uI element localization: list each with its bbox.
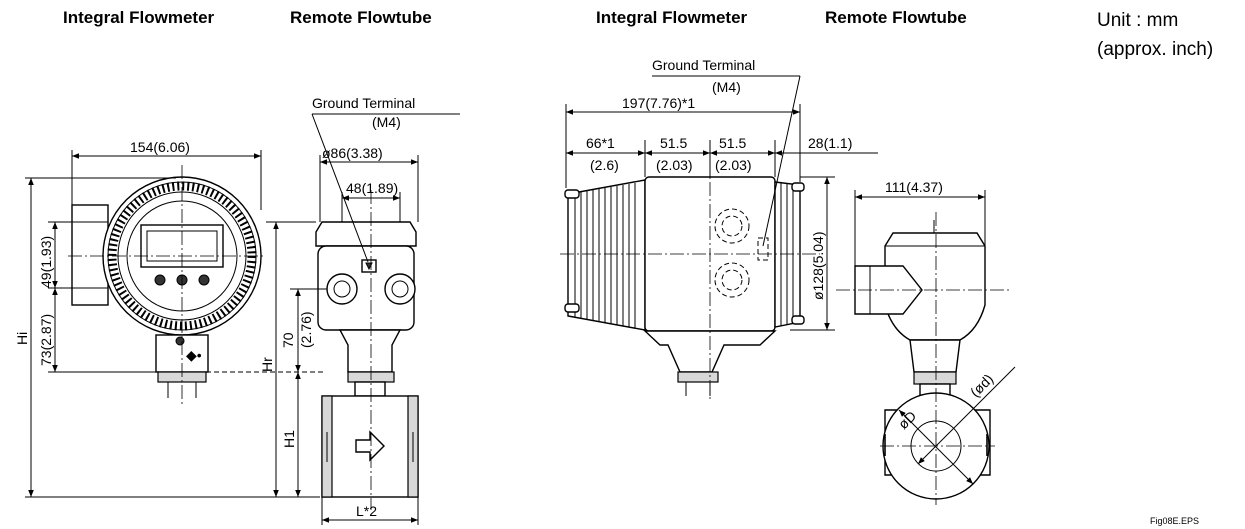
integral-side-view — [560, 160, 820, 400]
ground-terminal-right: Ground Terminal — [652, 57, 755, 73]
dim-h1-label: H1 — [281, 430, 297, 448]
dim-right-integral: Ground Terminal (M4) 197(7.76)*1 66*1 (2… — [565, 57, 878, 331]
dim-width-154: 154(6.06) — [71, 139, 262, 210]
header-left-integral: Integral Flowmeter — [63, 8, 215, 27]
dim-d-label: (ød) — [967, 371, 996, 400]
dim-111-label: 111(4.37) — [885, 179, 943, 195]
dim-28-label: 28(1.1) — [808, 135, 852, 151]
integral-front-view: ◆• — [68, 165, 265, 405]
ground-terminal-left: Ground Terminal — [312, 95, 415, 111]
m4-right: (M4) — [712, 79, 741, 95]
dim-vertical-left: 49(1.93) 73(2.87) Hi — [14, 177, 320, 498]
dim-70-inch-label: (2.76) — [298, 311, 314, 348]
header-left-remote: Remote Flowtube — [290, 8, 432, 27]
dim-70-label: 70 — [280, 332, 296, 348]
dim-73-label: 73(2.87) — [38, 314, 54, 366]
dim-l-label: L*2 — [356, 503, 377, 519]
dim-49-label: 49(1.93) — [38, 236, 54, 288]
m4-left: (M4) — [372, 114, 401, 130]
dim-515a-label: 51.5 — [660, 135, 687, 151]
dim-515a-inch-label: (2.03) — [656, 157, 693, 173]
svg-text:◆•: ◆• — [186, 347, 202, 363]
unit-label: Unit : mm (approx. inch) — [1097, 6, 1213, 64]
dim-hi-label: Hi — [14, 332, 30, 345]
dim-515b-inch-label: (2.03) — [715, 157, 752, 173]
remote-flowtube-end-view — [836, 212, 1010, 505]
header-right-remote: Remote Flowtube — [825, 8, 967, 27]
dim-48-label: 48(1.89) — [346, 180, 398, 196]
dim-66-inch-label: (2.6) — [590, 157, 619, 173]
header-right-integral: Integral Flowmeter — [596, 8, 748, 27]
dim-remote-left: ø86(3.38) 48(1.89) Ground Terminal (M4) … — [259, 95, 460, 525]
remote-flowtube-side-view — [315, 190, 419, 510]
dim-66-label: 66*1 — [586, 135, 615, 151]
dim-hr-label: Hr — [259, 357, 275, 372]
figure-id: Fig08E.EPS — [1150, 516, 1200, 526]
dim-197-label: 197(7.76)*1 — [622, 95, 695, 111]
dim-86-label: ø86(3.38) — [322, 145, 383, 161]
dim-154-label: 154(6.06) — [130, 139, 190, 155]
unit-inch: (approx. inch) — [1097, 39, 1214, 60]
dim-128-label: ø128(5.04) — [810, 232, 826, 300]
key-icon — [154, 274, 166, 286]
key-icon — [198, 274, 210, 286]
dim-515b-label: 51.5 — [719, 135, 746, 151]
unit-mm: Unit : mm — [1097, 10, 1179, 31]
flow-direction-icon — [355, 430, 385, 462]
